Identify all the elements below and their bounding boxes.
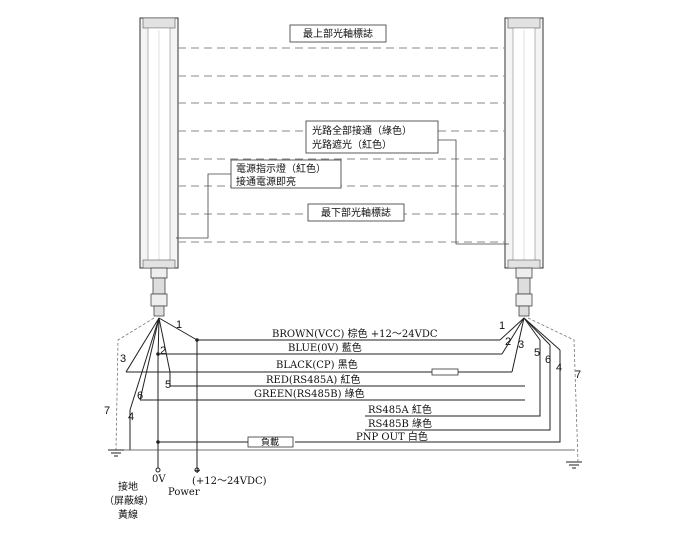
- left-wire-3: 3: [120, 353, 126, 365]
- supply-voltage-label: (+12～24VDC): [192, 476, 267, 487]
- right-wire-5: 5: [534, 347, 540, 359]
- wire-brown-label: BROWN(VCC) 棕色 +12～24VDC: [272, 327, 438, 340]
- right-wire-7: 7: [575, 369, 581, 381]
- bottom-beam-box: [307, 203, 405, 222]
- zero-v-label: 0V: [152, 474, 166, 485]
- indicator-status-leader: [438, 139, 509, 245]
- right-wire-1: 1: [499, 320, 505, 332]
- pnp-out-label: PNP OUT 白色: [356, 430, 428, 443]
- left-emitter: [139, 17, 179, 317]
- ground-label: 接地: [118, 480, 138, 493]
- left-wire-2: 2: [160, 345, 166, 357]
- top-beam-label: 最上部光軸標誌: [303, 27, 373, 40]
- zero-v-terminal: [155, 467, 161, 473]
- indicator-status-box: [305, 120, 439, 154]
- rs485b-label: RS485B 綠色: [368, 417, 432, 430]
- top-beam-box: [289, 24, 387, 43]
- power-on-label: 接通電源即亮: [236, 175, 296, 188]
- power-indicator-leader: [176, 173, 231, 239]
- right-wire-2: 2: [505, 336, 511, 348]
- wire-green-label: GREEN(RS485B) 綠色: [254, 387, 365, 400]
- wire-black-label: BLACK(CP) 黑色: [276, 358, 358, 371]
- left-wiring: [115, 317, 575, 468]
- wire-blue-label: BLUE(0V) 藍色: [288, 341, 362, 354]
- bottom-beam-label: 最下部光軸標誌: [321, 206, 391, 219]
- cp-connector: [431, 368, 459, 376]
- right-wire-6: 6: [545, 354, 551, 366]
- wire-red-label: RED(RS485A) 紅色: [266, 373, 361, 386]
- indicator-clear-label: 光路全部接通（綠色）: [312, 124, 412, 137]
- load-label: 負載: [261, 436, 279, 448]
- plus-v-terminal: [194, 467, 200, 473]
- left-wire-6: 6: [137, 390, 143, 402]
- shield-wire-label: （屏蔽線）: [104, 494, 154, 507]
- yellow-wire-label: 黃線: [118, 508, 138, 521]
- rs485a-label: RS485A 紅色: [368, 403, 432, 416]
- power-indicator-box: [230, 159, 342, 189]
- power-indicator-label: 電源指示燈（紅色）: [236, 162, 326, 175]
- ground-left-symbol: [108, 449, 124, 457]
- power-label: Power: [168, 487, 200, 498]
- left-wire-4: 4: [128, 411, 134, 423]
- left-wire-7: 7: [104, 405, 110, 417]
- left-wire-1: 1: [176, 319, 182, 331]
- right-wiring: [295, 317, 579, 463]
- ground-right-symbol: [566, 461, 582, 469]
- right-wire-4: 4: [556, 362, 562, 374]
- indicator-blocked-label: 光路遮光（紅色）: [312, 138, 392, 151]
- right-wire-3: 3: [518, 339, 524, 351]
- plus-sign: +: [194, 465, 200, 477]
- left-wire-5: 5: [165, 379, 171, 391]
- right-receiver: [504, 17, 544, 317]
